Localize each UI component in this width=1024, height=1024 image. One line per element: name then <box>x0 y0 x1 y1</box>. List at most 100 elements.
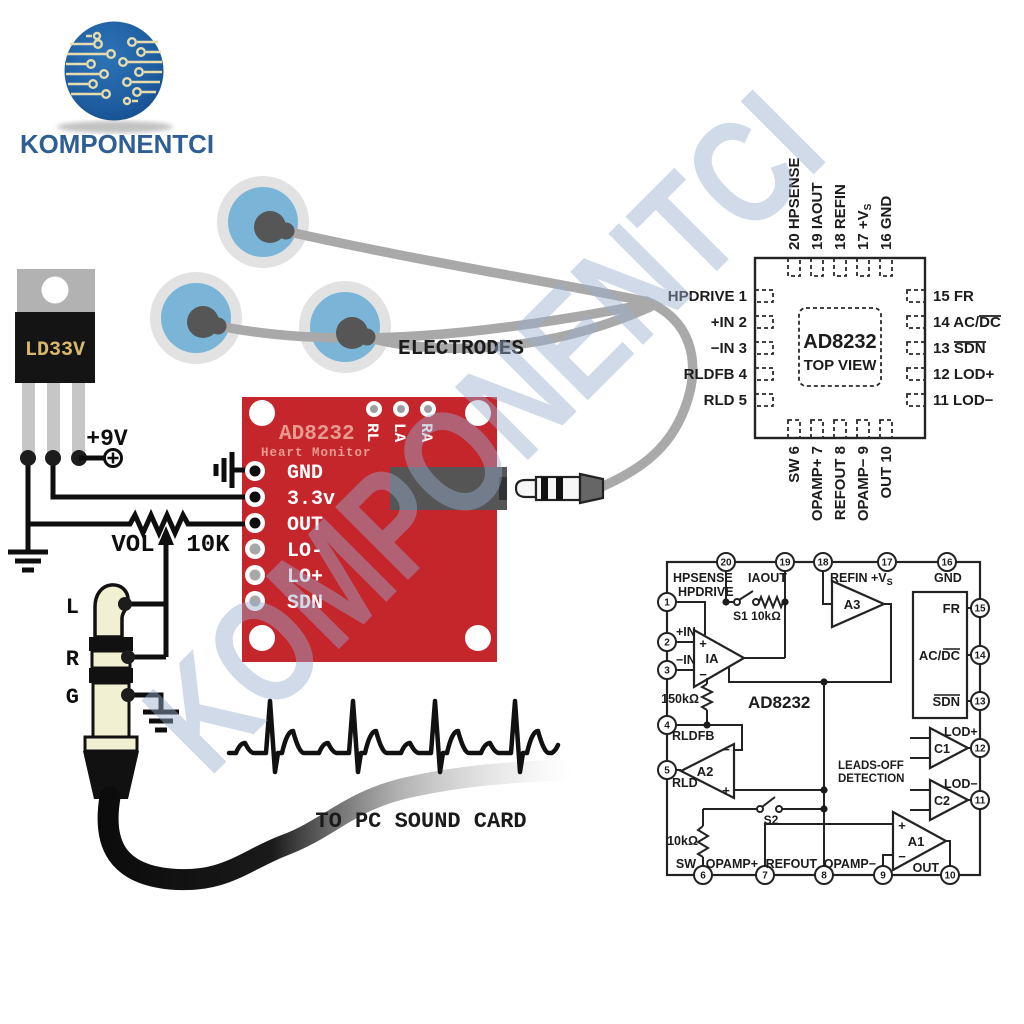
pinout-pin-label: 14 AC/DC <box>933 314 1001 331</box>
wire-sleeve-ground <box>128 692 164 711</box>
board-pin-label: LO+ <box>287 566 323 589</box>
package-pads <box>754 257 926 439</box>
regulator-hole <box>41 276 69 304</box>
block-label: 10kΩ <box>667 834 698 848</box>
board-pin-label: LO- <box>287 540 323 563</box>
board-hole <box>465 625 491 651</box>
pinout-pin-label: 15 FR <box>933 288 974 305</box>
contact-dot <box>121 688 135 702</box>
block-label: DETECTION <box>838 773 904 785</box>
board-title: AD8232 <box>279 423 355 446</box>
block-label: 150kΩ <box>661 692 699 706</box>
svg-text:10: 10 <box>944 871 956 882</box>
block-diagram: 20 19 18 17 16 1 2 3 4 5 15 14 13 12 11 … <box>657 552 990 885</box>
pinout-chip-name: AD8232 <box>803 331 876 353</box>
block-chip-name: AD8232 <box>748 693 810 712</box>
pinout-pin-label: 16 GND <box>878 196 895 250</box>
block-label: OUT <box>913 861 940 875</box>
board-pad-label: RL <box>363 423 381 442</box>
board-pcb <box>242 397 497 662</box>
pinout-pin-label: 17 +VS <box>855 203 874 250</box>
board-pin-out <box>245 513 265 533</box>
block-label: REFIN <box>830 571 868 585</box>
block-label: HPDRIVE <box>678 585 734 599</box>
block-label: LEADS-OFF <box>838 760 904 772</box>
board-pin-label: OUT <box>287 514 323 537</box>
jack-band <box>89 637 133 651</box>
contact-dot <box>118 597 132 611</box>
wire-3v3 <box>50 458 250 500</box>
regulator-leg <box>22 383 35 459</box>
sign-minus: − <box>898 849 906 864</box>
board-jack-opening <box>499 477 507 500</box>
jack-tip <box>93 583 130 639</box>
block-label: A2 <box>697 764 714 779</box>
pinout-pin-label: 11 LOD− <box>933 392 994 409</box>
pinout-pin-label: OPAMP+ 7 <box>809 446 826 521</box>
svg-text:15: 15 <box>974 604 986 615</box>
board-pad <box>397 405 405 413</box>
board-pin-lo-plus <box>245 565 265 585</box>
jack-label-sleeve: G <box>66 685 79 710</box>
block-label: LOD− <box>944 777 978 791</box>
block-label: RLD <box>672 776 698 790</box>
electrode-snaps <box>187 211 376 349</box>
pinout-pin-label: +IN 2 <box>711 314 747 331</box>
plug-band <box>541 477 548 500</box>
brand-text: KOMPONENTCI <box>20 129 214 159</box>
overline-active-low <box>954 315 1001 343</box>
board-pin-sdn <box>245 591 265 611</box>
amp-a3 <box>830 579 887 629</box>
block-label: C1 <box>934 742 950 756</box>
plug-strain-relief <box>578 472 605 505</box>
supply-plus-cross <box>107 452 119 464</box>
breakout-board: AD8232 Heart Monitor RL LA RA GND 3.3v O… <box>242 397 507 662</box>
block-label: SDN <box>933 694 960 709</box>
block-label: RLDFB <box>672 729 714 743</box>
block-label: SW <box>676 857 696 871</box>
block-label: C2 <box>934 794 950 808</box>
amp-ia <box>692 628 747 689</box>
sign-minus: − <box>722 742 730 757</box>
block-label: A1 <box>908 834 925 849</box>
control-block <box>911 590 969 720</box>
pinout-pin-label: HPDRIVE 1 <box>668 288 747 305</box>
block-label: A3 <box>844 597 861 612</box>
pinout-pin-label: RLDFB 4 <box>684 366 748 383</box>
svg-text:4: 4 <box>664 721 670 732</box>
pinout-pin-label: OUT 10 <box>878 446 895 499</box>
electrodes: ELECTRODES <box>150 176 698 492</box>
svg-text:13: 13 <box>974 697 986 708</box>
block-wires <box>676 571 971 866</box>
board-hole <box>465 400 491 426</box>
board-pin-label: 3.3v <box>287 488 335 511</box>
board-hole <box>249 625 275 651</box>
logo-shadow <box>57 121 173 133</box>
wiper-wire <box>127 543 169 660</box>
svg-text:3: 3 <box>664 666 670 677</box>
comparator-c2 <box>928 778 971 822</box>
wiper-arrow <box>158 526 174 545</box>
svg-text:14: 14 <box>974 651 986 662</box>
jack-label-tip: L <box>66 595 79 620</box>
plug-band <box>556 477 563 500</box>
sign-plus: + <box>722 783 730 798</box>
brand-logo: KOMPONENTCI <box>20 21 214 159</box>
block-label: GND <box>934 571 962 585</box>
block-label: +VS <box>871 571 893 587</box>
pinout-pin-label: RLD 5 <box>704 392 747 409</box>
block-label: S1 10kΩ <box>733 609 781 623</box>
regulator-body <box>15 312 95 383</box>
board-pad-label: RA <box>417 423 435 443</box>
logo-circuit-traces <box>66 31 162 106</box>
svg-text:11: 11 <box>975 796 986 807</box>
pinout-pin-label: 12 LOD+ <box>933 366 995 383</box>
regulator-leg <box>47 383 60 459</box>
board-pad-label: LA <box>390 423 408 443</box>
sign-plus: + <box>699 636 707 651</box>
ground-symbol <box>8 549 48 573</box>
pinout-pin-label: 20 HPSENSE <box>786 157 803 250</box>
audio-plug-vertical: L R G <box>66 583 571 891</box>
svg-text:12: 12 <box>974 744 986 755</box>
